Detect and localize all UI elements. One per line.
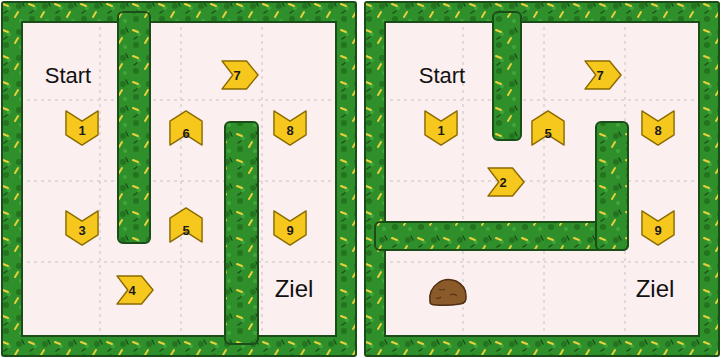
arrow-marker: 6 <box>169 110 203 146</box>
arrow-marker: 7 <box>584 60 622 90</box>
arrow-marker: 9 <box>641 210 675 246</box>
callout-number: 3 <box>78 224 85 237</box>
chevron-outline <box>642 211 674 245</box>
chevron-outline <box>488 168 524 196</box>
arrow-marker: 8 <box>641 110 675 146</box>
arrow-marker: 8 <box>273 110 307 146</box>
arrow-marker: 9 <box>273 210 307 246</box>
chevron-outline <box>170 208 202 242</box>
start-label: Start <box>43 64 93 88</box>
arrow-marker: 2 <box>487 167 525 197</box>
callout-number: 9 <box>654 224 661 237</box>
arrow-marker: 5 <box>169 207 203 243</box>
callout-number: 9 <box>286 224 293 237</box>
goal-label: Ziel <box>273 276 316 302</box>
callout-number: 7 <box>233 69 240 82</box>
chevron-outline <box>274 111 306 145</box>
maze-right <box>365 2 719 356</box>
callout-number: 8 <box>654 124 661 137</box>
chevron-outline <box>66 211 98 245</box>
goal-label: Ziel <box>634 276 677 302</box>
callout-number: 6 <box>182 127 189 140</box>
arrow-marker: 4 <box>116 275 154 305</box>
chevron-outline <box>642 111 674 145</box>
callout-number: 5 <box>182 224 189 237</box>
chevron-outline <box>425 111 457 145</box>
chevron-outline <box>274 211 306 245</box>
arrow-marker: 7 <box>221 60 259 90</box>
chevron-outline <box>585 61 621 89</box>
arrow-marker: 1 <box>65 110 99 146</box>
chevron-outline <box>222 61 258 89</box>
mole-hill <box>430 279 466 305</box>
chevron-outline <box>170 111 202 145</box>
arrow-marker: 5 <box>531 110 565 146</box>
chevron-outline <box>532 111 564 145</box>
callout-number: 5 <box>544 127 551 140</box>
chevron-outline <box>66 111 98 145</box>
callout-number: 1 <box>78 124 85 137</box>
arrow-marker: 3 <box>65 210 99 246</box>
callout-number: 8 <box>286 124 293 137</box>
arrow-marker: 1 <box>424 110 458 146</box>
start-label: Start <box>417 64 467 88</box>
maze-left <box>2 2 356 356</box>
callout-number: 7 <box>596 69 603 82</box>
callout-number: 1 <box>437 124 444 137</box>
chevron-outline <box>117 276 153 304</box>
callout-number: 2 <box>499 176 506 189</box>
callout-number: 4 <box>128 284 135 297</box>
